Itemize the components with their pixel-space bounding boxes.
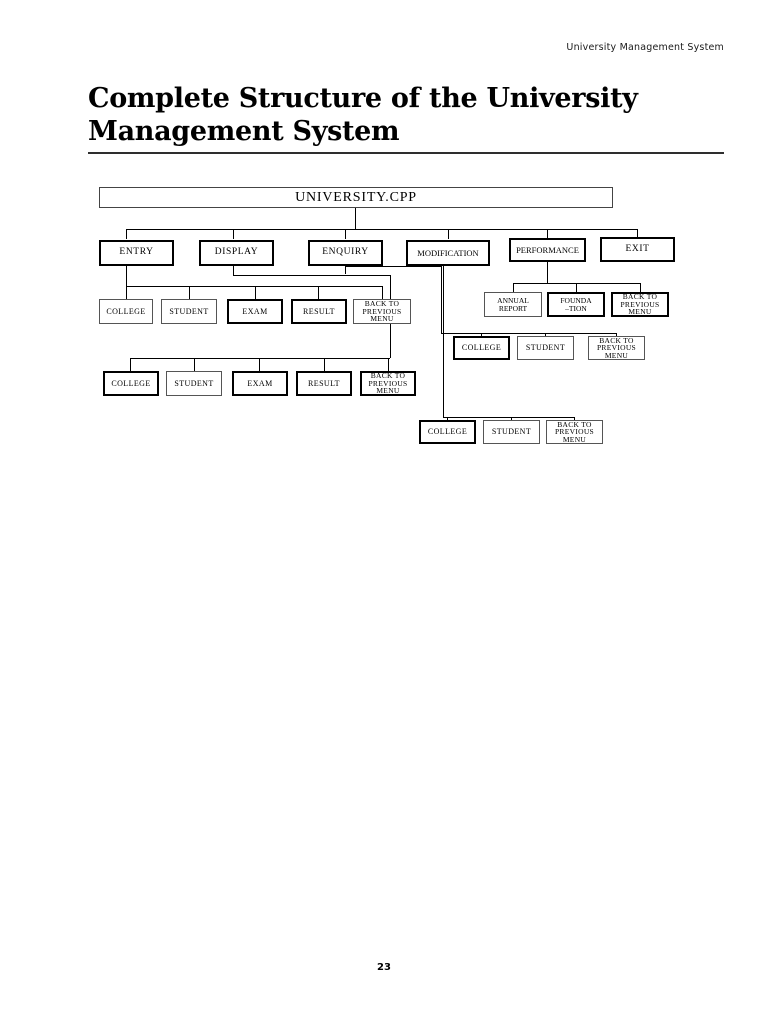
node-label: BACK TO PREVIOUS MENU [596, 335, 637, 360]
page-title-line-1: Complete Structure of the University [88, 83, 638, 114]
node-label: DISPLAY [214, 247, 259, 258]
node-label: COLLEGE [111, 378, 151, 388]
connector-display-result [324, 358, 325, 371]
page-title-line-2: Management System [88, 116, 400, 147]
connector-entry-stem [126, 266, 127, 286]
node-entry-result[interactable]: RESULT [291, 299, 347, 324]
node-modification[interactable]: MODIFICATION [406, 240, 490, 266]
connector-display-bus [130, 358, 390, 359]
title-underline-rule [88, 152, 724, 154]
connector-entry-result [318, 286, 319, 299]
node-label: EXIT [625, 243, 650, 254]
node-modification-college[interactable]: COLLEGE [419, 420, 476, 444]
connector-display-back [388, 358, 389, 371]
node-label: COLLEGE [427, 427, 468, 436]
node-display-exam[interactable]: EXAM [232, 371, 288, 396]
node-modification-back-to-previous-menu[interactable]: BACK TO PREVIOUS MENU [546, 420, 603, 444]
node-label: UNIVERSITY.CPP [295, 189, 417, 205]
connector-entry-bus [126, 286, 382, 287]
node-entry-back-to-previous-menu[interactable]: BACK TO PREVIOUS MENU [353, 299, 411, 324]
connector-entry-exam [255, 286, 256, 299]
node-entry-college[interactable]: COLLEGE [99, 299, 153, 324]
connector-performance-foundation [576, 283, 577, 292]
node-label: STUDENT [174, 378, 214, 388]
connector-entry-back [382, 286, 383, 299]
node-label: ENQUIRY [322, 247, 369, 258]
page-title: Complete Structure of the University Man… [88, 82, 724, 148]
connector-performance-annual [513, 283, 514, 292]
connector-modification-drop [443, 266, 444, 417]
node-entry-exam[interactable]: EXAM [227, 299, 283, 324]
node-label: COLLEGE [461, 343, 502, 352]
node-label: COLLEGE [106, 306, 146, 316]
connector-display-student [194, 358, 195, 371]
connector-display-exam [259, 358, 260, 371]
node-enquiry-back-to-previous-menu[interactable]: BACK TO PREVIOUS MENU [588, 336, 645, 360]
connector-to-entry [126, 229, 127, 239]
node-exit[interactable]: EXIT [600, 237, 675, 262]
node-modification-student[interactable]: STUDENT [483, 420, 540, 444]
node-enquiry[interactable]: ENQUIRY [308, 240, 383, 266]
node-performance[interactable]: PERFORMANCE [509, 238, 586, 262]
connector-to-display [233, 229, 234, 239]
node-label: EXAM [247, 378, 273, 388]
node-label: BACK TO PREVIOUS MENU [362, 299, 402, 324]
node-label: STUDENT [169, 306, 209, 316]
connector-to-exit [637, 229, 638, 239]
node-label: RESULT [303, 306, 335, 316]
node-performance-foundation[interactable]: FOUNDA –TION [547, 292, 605, 317]
node-label: BACK TO PREVIOUS MENU [368, 371, 408, 396]
connector-to-enquiry [345, 229, 346, 239]
node-entry[interactable]: ENTRY [99, 240, 174, 266]
node-performance-back-to-previous-menu[interactable]: BACK TO PREVIOUS MENU [611, 292, 669, 317]
connector-performance-stem [547, 262, 548, 283]
connector-modification-bus [443, 417, 574, 418]
node-performance-annual-report[interactable]: ANNUAL REPORT [484, 292, 542, 317]
node-label: STUDENT [525, 343, 566, 352]
node-label: BACK TO PREVIOUS MENU [554, 419, 595, 444]
connector-display-jog [233, 275, 390, 276]
node-display-back-to-previous-menu[interactable]: BACK TO PREVIOUS MENU [360, 371, 416, 396]
connector-entry-college [126, 286, 127, 299]
node-entry-student[interactable]: STUDENT [161, 299, 217, 324]
node-label: ENTRY [119, 247, 154, 258]
node-display[interactable]: DISPLAY [199, 240, 274, 266]
connector-entry-student [189, 286, 190, 299]
node-enquiry-student[interactable]: STUDENT [517, 336, 574, 360]
connector-to-performance [547, 229, 548, 239]
connector-enquiry-drop [441, 266, 442, 333]
node-label: MODIFICATION [417, 247, 479, 258]
page-number: 23 [377, 962, 391, 973]
node-label: STUDENT [491, 427, 532, 436]
connector-enquiry-bus [441, 333, 616, 334]
node-university-cpp[interactable]: UNIVERSITY.CPP [99, 187, 613, 208]
connector-enquiry-jog [345, 266, 441, 267]
node-enquiry-college[interactable]: COLLEGE [453, 336, 510, 360]
node-label: ANNUAL REPORT [497, 296, 529, 313]
connector-display-stem [233, 266, 234, 275]
connector-level1-bus [126, 229, 637, 230]
node-label: PERFORMANCE [516, 244, 579, 255]
node-label: EXAM [242, 306, 268, 316]
node-label: FOUNDA –TION [560, 296, 592, 313]
node-label: RESULT [308, 378, 340, 388]
node-display-result[interactable]: RESULT [296, 371, 352, 396]
connector-enquiry-stem [345, 266, 346, 274]
node-display-student[interactable]: STUDENT [166, 371, 222, 396]
connector-display-college [130, 358, 131, 371]
connector-to-modification [448, 229, 449, 239]
running-header: University Management System [566, 42, 724, 53]
node-display-college[interactable]: COLLEGE [103, 371, 159, 396]
connector-root-stem [355, 208, 356, 229]
connector-performance-back [640, 283, 641, 292]
node-label: BACK TO PREVIOUS MENU [620, 292, 660, 317]
